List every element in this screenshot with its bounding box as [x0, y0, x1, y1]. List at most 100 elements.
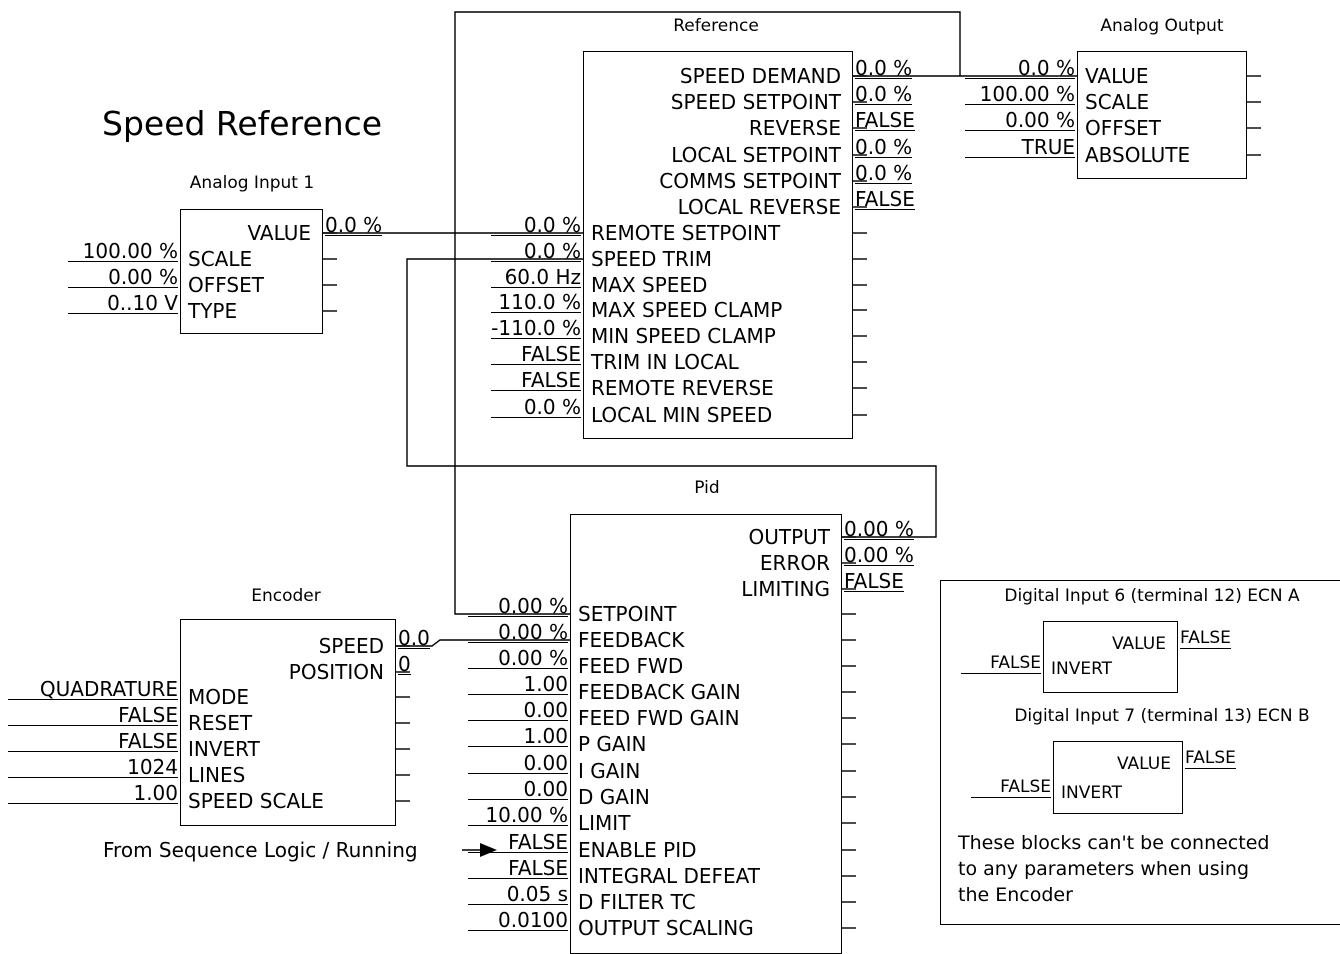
- input-label: FEED FWD GAIN: [578, 706, 740, 730]
- input-value[interactable]: FALSE: [8, 705, 178, 726]
- input-value[interactable]: 0.00 %: [965, 110, 1075, 131]
- output-label: OUTPUT: [748, 525, 830, 549]
- input-label: ENABLE PID: [578, 838, 697, 862]
- note-text: These blocks can't be connected to any p…: [958, 830, 1269, 908]
- output-value[interactable]: 0.0: [398, 626, 430, 650]
- output-value[interactable]: 0.0 %: [325, 213, 383, 237]
- input-value[interactable]: FALSE: [971, 777, 1051, 798]
- input-value[interactable]: 1.00: [468, 674, 568, 695]
- output-value[interactable]: FALSE: [855, 108, 915, 132]
- output-value[interactable]: 0.0 %: [855, 56, 913, 80]
- output-label: LOCAL REVERSE: [677, 195, 841, 219]
- output-value[interactable]: FALSE: [1185, 748, 1236, 769]
- note-line: the Encoder: [958, 884, 1073, 906]
- output-label: VALUE: [247, 221, 311, 245]
- input-label: ABSOLUTE: [1085, 143, 1191, 167]
- output-label: LIMITING: [741, 577, 830, 601]
- output-label: POSITION: [288, 660, 384, 684]
- note-line: to any parameters when using: [958, 858, 1250, 880]
- input-label: MIN SPEED CLAMP: [591, 324, 776, 348]
- block-title: Reference: [673, 16, 759, 36]
- input-label: MODE: [188, 685, 250, 709]
- output-label: VALUE: [1117, 754, 1171, 774]
- block-reference[interactable]: [583, 51, 853, 439]
- output-label: ERROR: [759, 551, 830, 575]
- block-encoder[interactable]: [180, 619, 396, 826]
- block-analog-output[interactable]: [1077, 51, 1247, 179]
- block-digital-input-7[interactable]: [1053, 741, 1183, 814]
- input-value[interactable]: 100.00 %: [965, 84, 1075, 105]
- input-value[interactable]: 0.0100: [468, 910, 568, 931]
- input-value[interactable]: QUADRATURE: [8, 679, 178, 700]
- input-value[interactable]: 1024: [8, 757, 178, 778]
- input-value[interactable]: 0.00 %: [468, 648, 568, 669]
- wire-speed-demand-to-pid-setpoint: [454, 11, 961, 615]
- input-value[interactable]: TRUE: [965, 137, 1075, 158]
- input-label: LIMIT: [578, 811, 631, 835]
- block-title: Digital Input 6 (terminal 12) ECN A: [1004, 586, 1300, 606]
- input-label: TRIM IN LOCAL: [591, 350, 739, 374]
- input-value[interactable]: 0.00: [468, 700, 568, 721]
- input-value[interactable]: FALSE: [8, 731, 178, 752]
- block-analog-input-1[interactable]: [180, 209, 323, 334]
- input-value[interactable]: FALSE: [491, 370, 581, 391]
- input-value[interactable]: FALSE: [961, 653, 1041, 674]
- input-value[interactable]: 0.00: [468, 753, 568, 774]
- input-value[interactable]: FALSE: [468, 832, 568, 853]
- output-value[interactable]: 0.0 %: [855, 161, 913, 185]
- output-label: REVERSE: [748, 116, 841, 140]
- input-value[interactable]: 0.00 %: [68, 267, 178, 288]
- output-value[interactable]: FALSE: [1180, 628, 1231, 649]
- input-value[interactable]: FALSE: [491, 344, 581, 365]
- input-label: SPEED TRIM: [591, 247, 713, 271]
- output-value[interactable]: FALSE: [844, 569, 904, 593]
- input-value[interactable]: 1.00: [468, 726, 568, 747]
- input-label: MAX SPEED: [591, 273, 708, 297]
- output-value[interactable]: 0.00 %: [844, 517, 914, 541]
- input-value[interactable]: 100.00 %: [68, 241, 178, 262]
- input-value[interactable]: 60.0 Hz: [491, 267, 581, 288]
- input-value[interactable]: 0.05 s: [468, 884, 568, 905]
- input-value[interactable]: 0.00 %: [468, 596, 568, 617]
- input-label: INVERT: [1051, 659, 1113, 679]
- input-value[interactable]: 0..10 V: [68, 293, 178, 314]
- input-label: INVERT: [188, 737, 260, 761]
- input-label: INTEGRAL DEFEAT: [578, 864, 761, 888]
- input-label: FEED FWD: [578, 654, 684, 678]
- output-value[interactable]: 0.00 %: [844, 543, 914, 567]
- input-value[interactable]: FALSE: [468, 858, 568, 879]
- input-label: D GAIN: [578, 785, 650, 809]
- input-label: OUTPUT SCALING: [578, 916, 754, 940]
- output-value[interactable]: 0.0 %: [855, 135, 913, 159]
- block-title: Encoder: [251, 586, 321, 606]
- block-title: Analog Output: [1100, 16, 1224, 36]
- input-value[interactable]: 0.0 %: [965, 58, 1075, 79]
- output-value[interactable]: FALSE: [855, 187, 915, 211]
- input-value[interactable]: -110.0 %: [491, 316, 581, 340]
- input-value[interactable]: 0.0 %: [491, 397, 581, 418]
- input-value[interactable]: 0.00: [468, 779, 568, 800]
- input-label: SETPOINT: [578, 602, 677, 626]
- diagram-title: Speed Reference: [102, 104, 383, 143]
- block-pid[interactable]: [570, 514, 842, 954]
- output-value[interactable]: 0.0 %: [855, 82, 913, 106]
- input-label: OFFSET: [1085, 116, 1161, 140]
- input-value[interactable]: 0.0 %: [491, 241, 581, 262]
- output-value[interactable]: 0: [398, 652, 411, 676]
- output-label: VALUE: [1112, 634, 1166, 654]
- input-value[interactable]: 0.0 %: [491, 215, 581, 236]
- input-label: FEEDBACK: [578, 628, 685, 652]
- input-value[interactable]: 1.00: [8, 783, 178, 804]
- output-label: COMMS SETPOINT: [659, 169, 841, 193]
- input-value[interactable]: 10.00 %: [468, 805, 568, 826]
- input-label: INVERT: [1061, 783, 1123, 803]
- arrow-head-icon: [480, 843, 497, 857]
- block-digital-input-6[interactable]: [1043, 621, 1178, 693]
- output-label: LOCAL SETPOINT: [671, 143, 841, 167]
- wire-encoder-speed-to-feedback: [396, 639, 570, 647]
- input-value[interactable]: 0.00 %: [468, 622, 568, 643]
- input-label: TYPE: [188, 299, 238, 323]
- input-value[interactable]: 110.0 %: [491, 292, 581, 313]
- output-label: SPEED DEMAND: [679, 64, 841, 88]
